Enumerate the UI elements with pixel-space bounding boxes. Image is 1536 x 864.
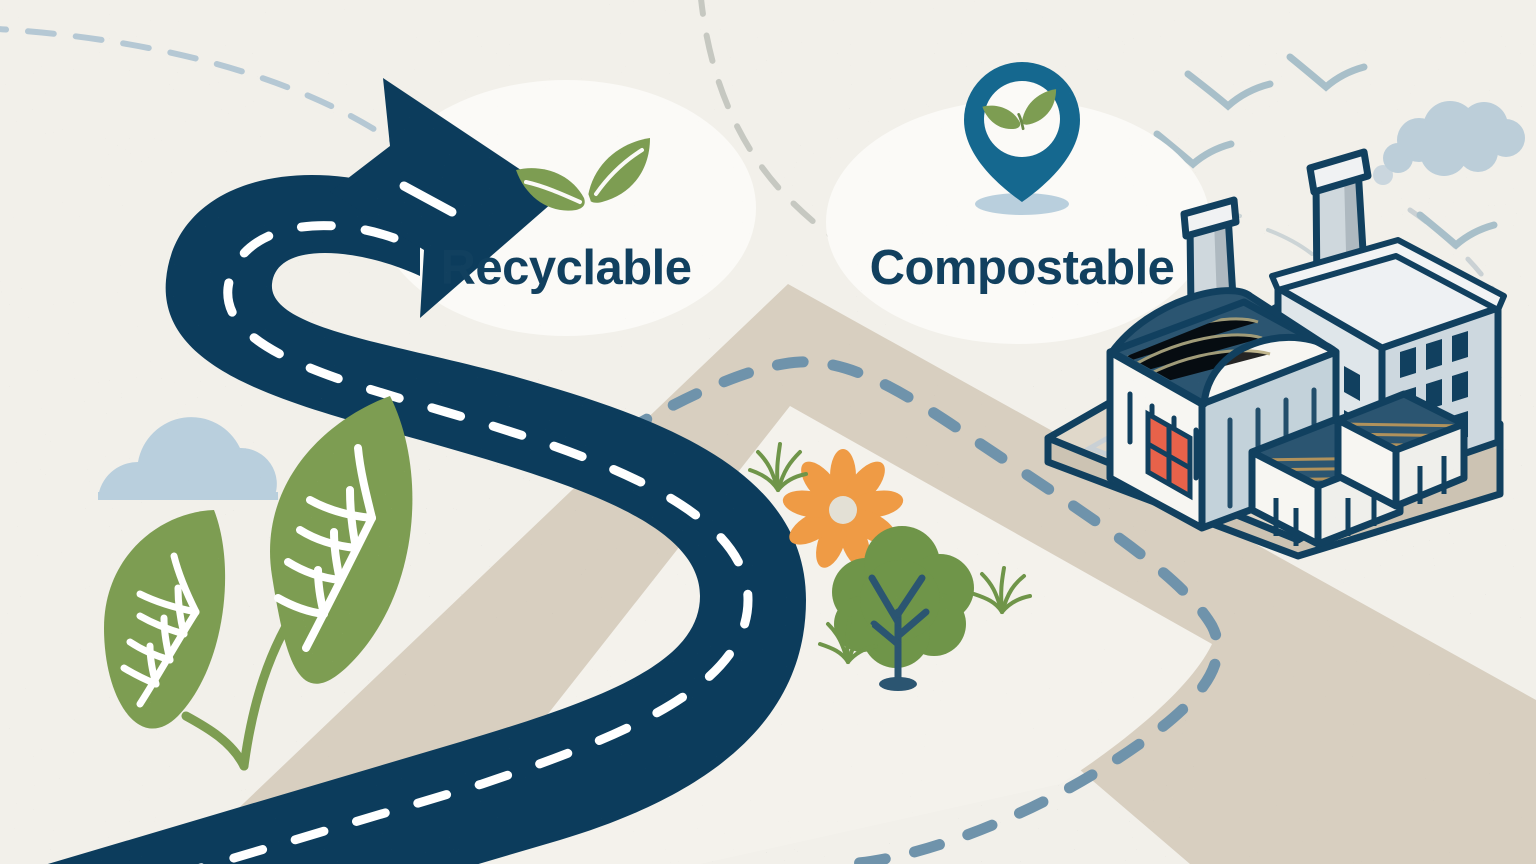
compostable-label: Compostable — [870, 241, 1175, 295]
flower-center — [829, 496, 857, 524]
tree-base-shadow — [879, 677, 917, 691]
recyclable-label: Recyclable — [440, 241, 691, 295]
